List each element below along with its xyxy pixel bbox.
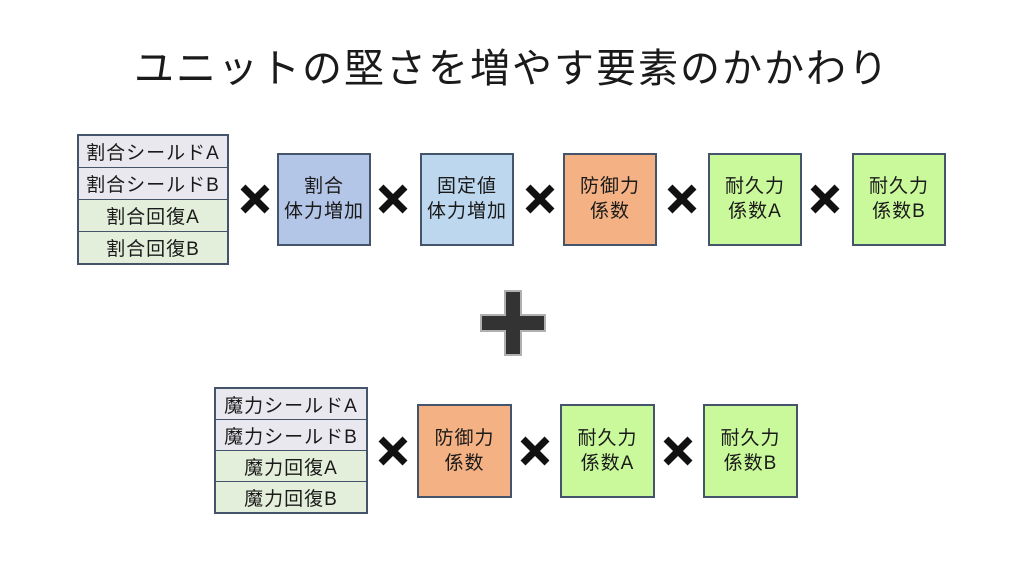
diagram-title: ユニットの堅さを増やす要素のかかわり [134,47,890,91]
multiply-icon [667,184,697,214]
multiply-icon [378,184,408,214]
factor-box-line: 防御力 [434,427,495,449]
stack-item-magic-recover-b: 魔力回復B [216,482,366,512]
factor-box-line: 係数B [872,201,926,222]
factor-box-durability-coefficient-b: 耐久力 係数B [852,153,946,246]
factor-box-line: 固定値 [436,176,497,198]
factor-box-line: 係数A [728,201,782,222]
stack-item-magic-shield-a: 魔力シールドA [216,389,366,420]
stack-item-ratio-recover-b: 割合回復B [79,232,227,263]
stack-item-magic-shield-b: 魔力シールドB [216,420,366,451]
multiply-icon [663,436,693,466]
factor-box-ratio-hp-increase: 割合 体力増加 [277,153,371,246]
factor-box-line: 体力増加 [283,201,364,222]
factor-box-line: 係数 [589,201,630,222]
factor-box-durability-coefficient-a: 耐久力 係数A [708,153,802,246]
multiply-icon [520,436,550,466]
stack-item-magic-recover-a: 魔力回復A [216,451,366,482]
stack-item-ratio-shield-b: 割合シールドB [79,168,227,200]
factor-box-line: 耐久力 [577,427,638,449]
factor-box-line: 体力増加 [426,201,507,222]
factor-box-durability-coefficient-b-magic: 耐久力 係数B [703,404,798,498]
factor-box-line: 耐久力 [868,176,929,198]
stack-item-ratio-shield-a: 割合シールドA [79,136,227,168]
stack-item-ratio-recover-a: 割合回復A [79,200,227,232]
multiply-icon [378,436,408,466]
factor-box-line: 耐久力 [720,427,781,449]
multiply-icon [810,184,840,214]
factor-box-defense-coefficient-magic: 防御力 係数 [417,404,512,498]
factor-box-line: 係数B [723,452,778,474]
multiply-icon [525,184,555,214]
factor-box-durability-coefficient-a-magic: 耐久力 係数A [560,404,655,498]
factor-box-defense-coefficient: 防御力 係数 [563,153,657,246]
factor-box-line: 割合 [303,176,344,198]
factor-box-line: 係数 [444,452,485,474]
multiply-icon [240,184,270,214]
ratio-sources-stack: 割合シールドA 割合シールドB 割合回復A 割合回復B [77,134,229,265]
magic-sources-stack: 魔力シールドA 魔力シールドB 魔力回復A 魔力回復B [214,387,368,514]
plus-icon [480,290,546,356]
factor-box-fixed-hp-increase: 固定値 体力増加 [420,153,514,246]
factor-box-line: 係数A [580,452,635,474]
factor-box-line: 防御力 [579,176,640,198]
factor-box-line: 耐久力 [724,176,785,198]
